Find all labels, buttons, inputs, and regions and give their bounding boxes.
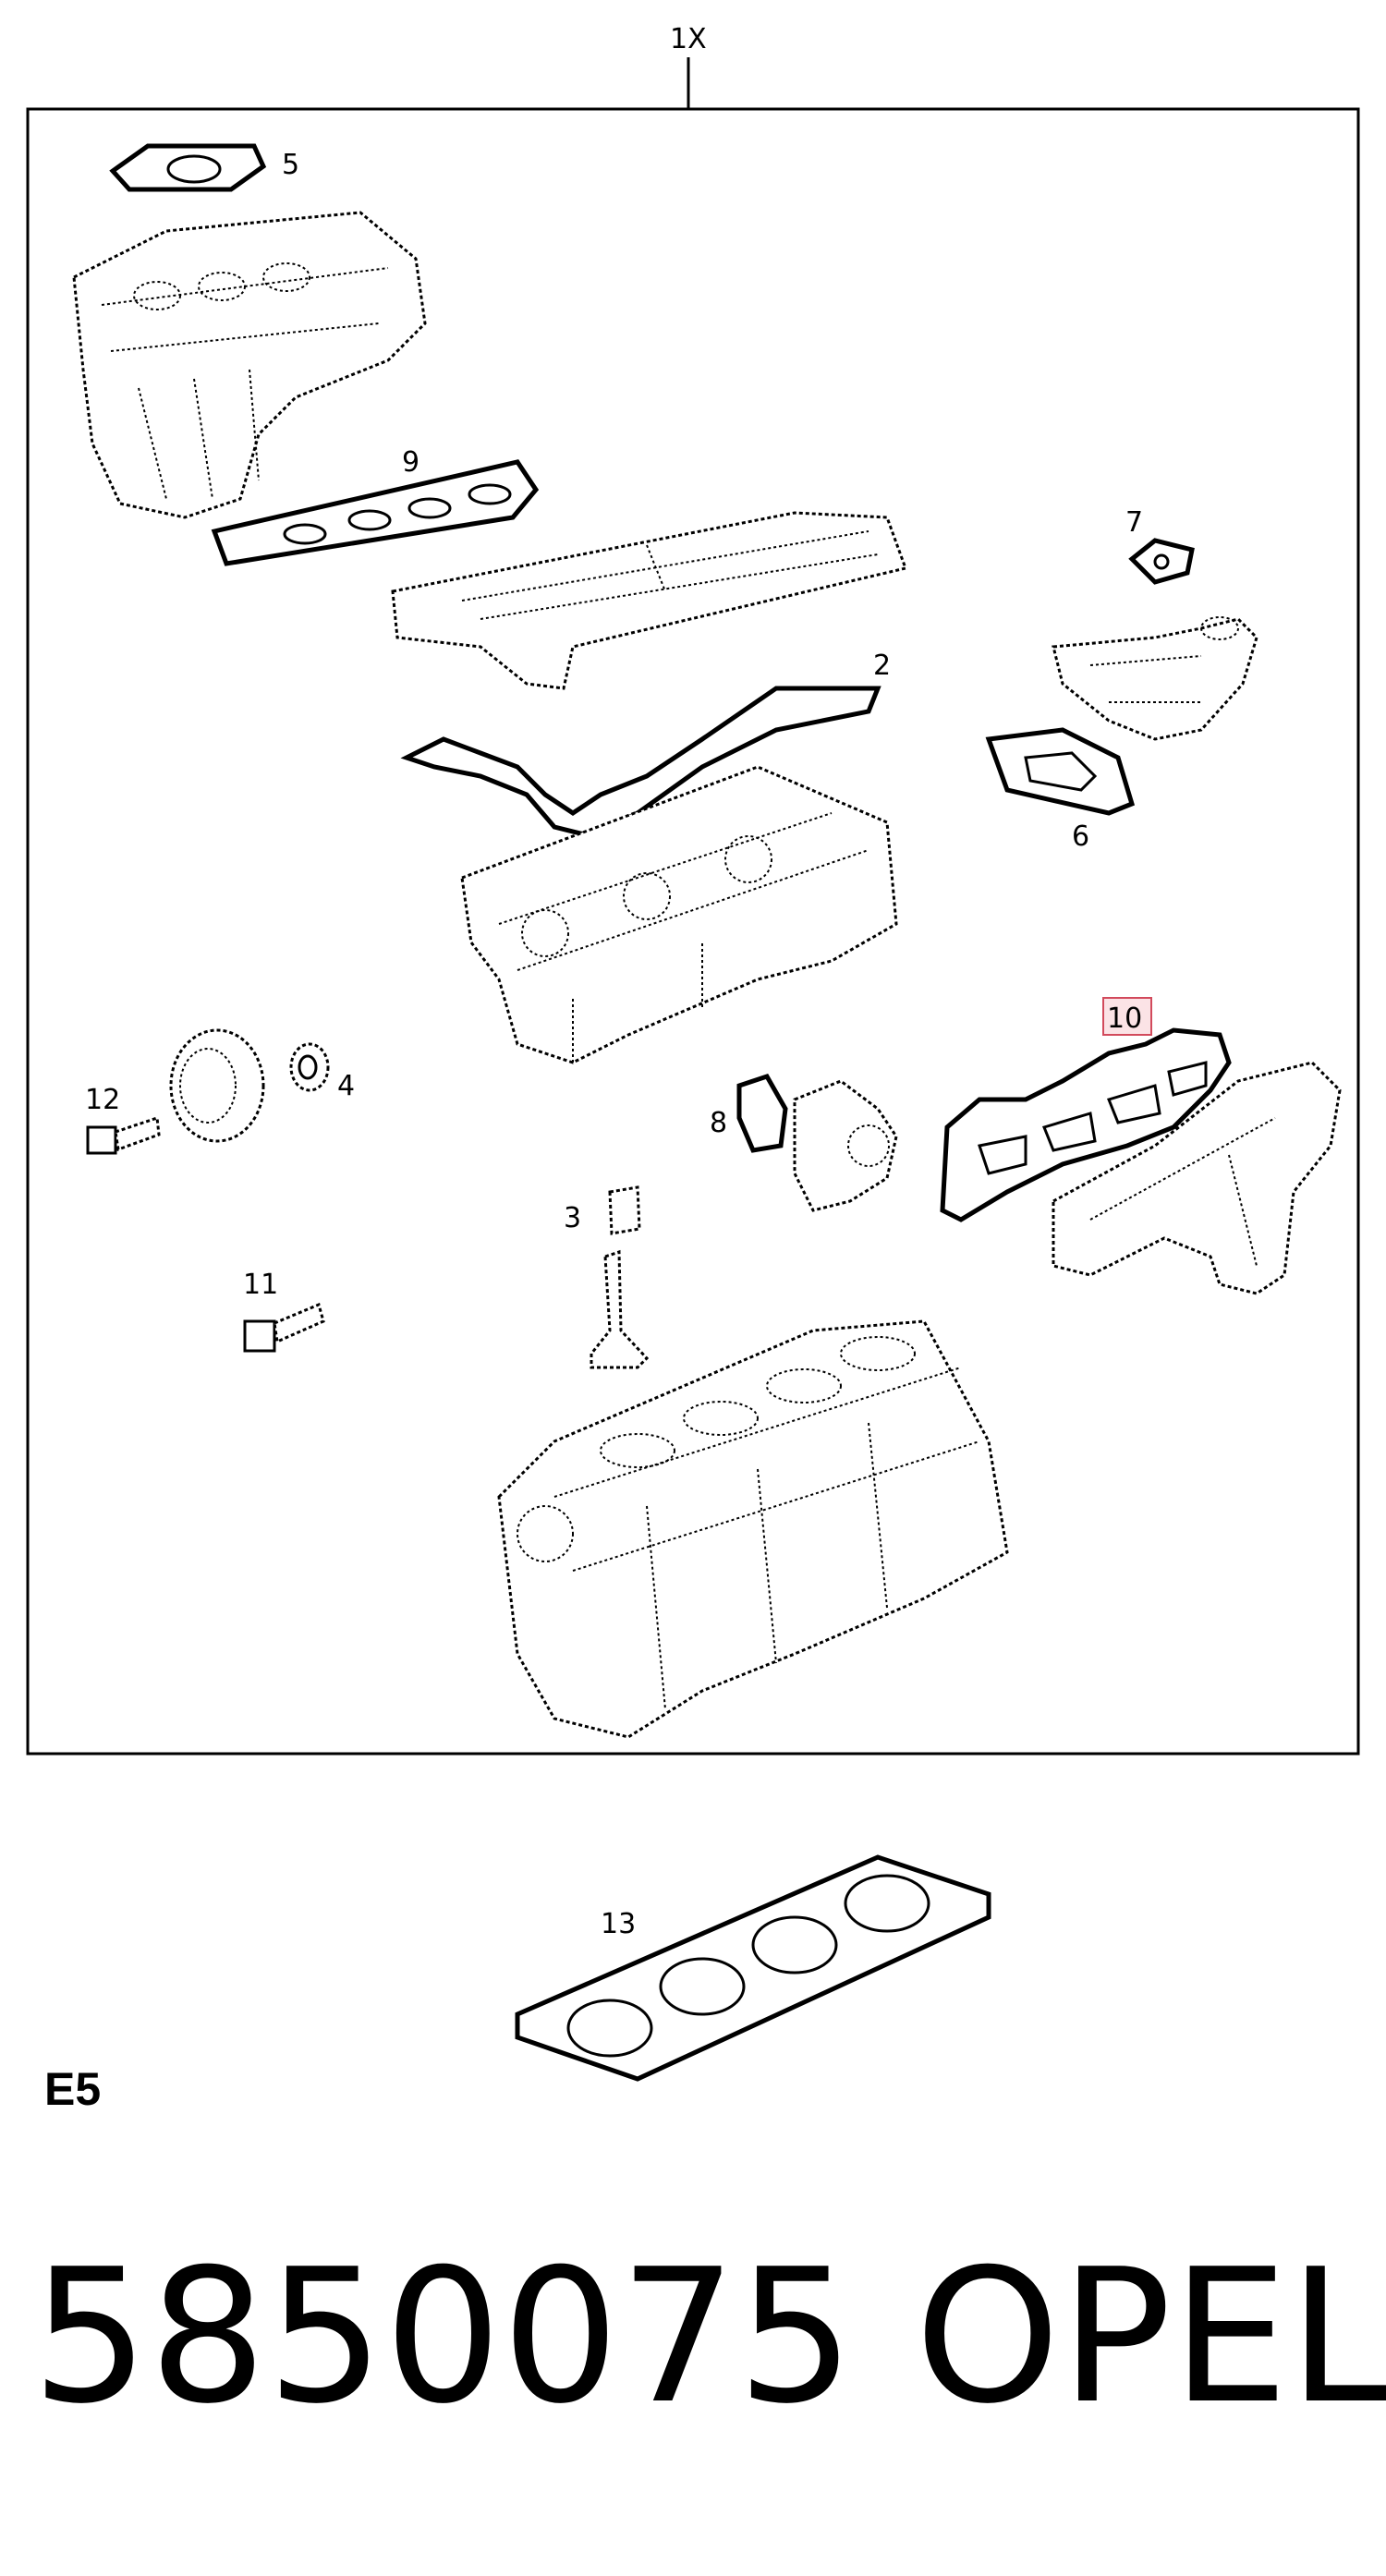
cylinder-head <box>460 765 898 1064</box>
exploded-parts-diagram: 1X 5 9 2 <box>26 23 1360 2082</box>
part-8-gasket[interactable] <box>736 1073 788 1153</box>
part-11-bolt[interactable] <box>243 1302 325 1353</box>
callout-13: 13 <box>601 1908 636 1940</box>
part-6-thermostat-gasket[interactable] <box>985 727 1136 816</box>
part-4-seal[interactable] <box>289 1042 330 1092</box>
kit-frame <box>26 107 1360 1756</box>
thermostat-housing <box>1052 616 1258 741</box>
intake-manifold <box>72 211 427 519</box>
callout-9: 9 <box>402 446 419 479</box>
valve-cover <box>391 511 907 690</box>
part-5-throttle-gasket[interactable] <box>109 143 267 192</box>
exhaust-manifold <box>1052 1061 1342 1295</box>
part-10-exhaust-manifold-gasket[interactable] <box>940 1027 1232 1222</box>
part-7-square-gasket[interactable] <box>1128 538 1195 585</box>
brand-name: OPEL <box>915 2230 1386 2445</box>
group-code: E5 <box>44 2063 102 2115</box>
engine-block <box>497 1319 1009 1739</box>
callout-5: 5 <box>282 149 299 181</box>
callout-10-highlight <box>1102 997 1152 1036</box>
callout-3: 3 <box>564 1202 581 1234</box>
callout-7: 7 <box>1125 506 1143 539</box>
part-9-intake-manifold-gasket[interactable] <box>211 459 540 566</box>
valve <box>590 1249 650 1369</box>
callout-2: 2 <box>873 650 891 682</box>
callout-6: 6 <box>1072 820 1089 853</box>
crankshaft-seal-ring <box>169 1028 265 1143</box>
callout-11: 11 <box>243 1269 278 1301</box>
part-12-bolt[interactable] <box>86 1115 161 1155</box>
part-number: 5850075 <box>31 2230 855 2445</box>
part-2-valve-cover-gasket[interactable] <box>400 686 881 839</box>
callout-kit-1x: 1X <box>670 23 707 55</box>
part-13-cylinder-head-gasket[interactable] <box>515 1854 991 2082</box>
callout-8: 8 <box>710 1107 727 1139</box>
callout-12: 12 <box>85 1084 120 1116</box>
callout-4: 4 <box>337 1070 355 1102</box>
part-3-valve-stem-seal[interactable] <box>608 1185 641 1235</box>
callout-10: 10 <box>1107 1002 1142 1035</box>
water-pump-housing <box>793 1079 898 1212</box>
